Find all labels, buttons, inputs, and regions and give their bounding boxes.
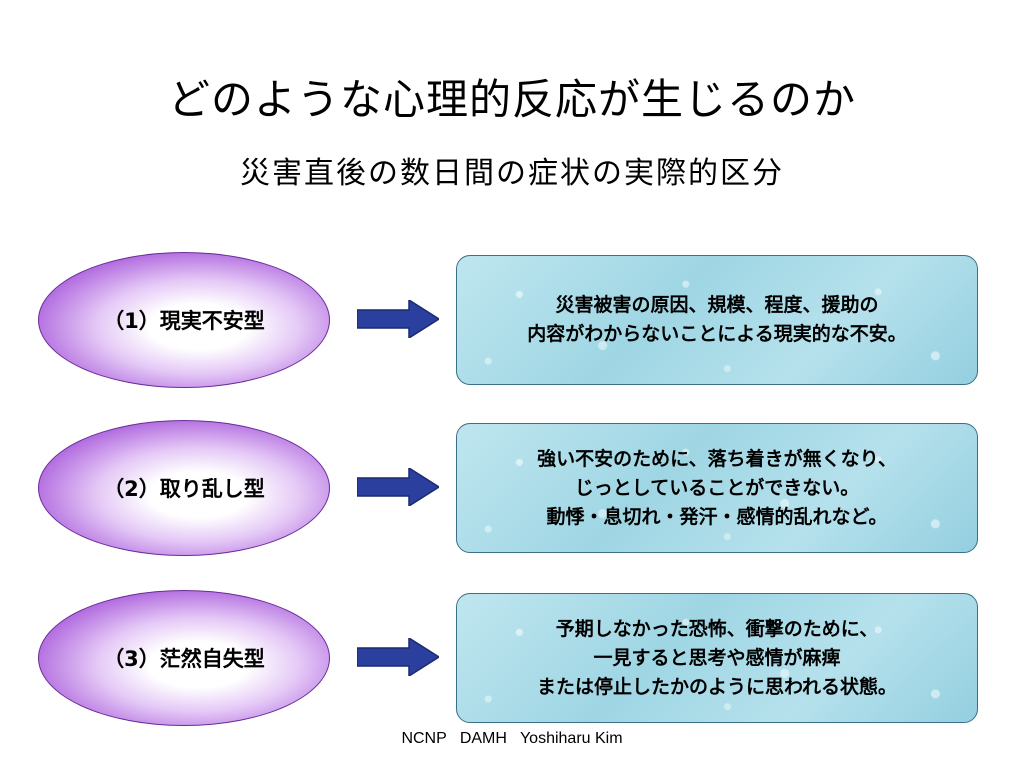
- description-line: 動悸・息切れ・発汗・感情的乱れなど。: [546, 505, 888, 528]
- description-line: 強い不安のために、落ち着きが無くなり、: [537, 447, 897, 470]
- category-oval: （3）茫然自失型: [38, 590, 330, 726]
- description-box: 強い不安のために、落ち着きが無くなり、 じっとしていることができない。 動悸・息…: [456, 423, 978, 553]
- description-line: または停止したかのように思われる状態。: [536, 675, 898, 698]
- description-box: 災害被害の原因、規模、程度、援助の 内容がわからないことによる現実的な不安。: [456, 255, 978, 385]
- description-line: 内容がわからないことによる現実的な不安。: [527, 323, 907, 345]
- right-arrow-icon: [357, 300, 439, 338]
- description-line: 災害被害の原因、規模、程度、援助の: [555, 294, 879, 316]
- slide-subtitle: 災害直後の数日間の症状の実際的区分: [240, 156, 784, 191]
- right-arrow-icon: [357, 638, 439, 676]
- description-line: 一見すると思考や感情が麻痺: [593, 646, 841, 669]
- slide-title: どのような心理的反応が生じるのか: [167, 75, 856, 124]
- description-line: 予期しなかった恐怖、衝撃のために、: [555, 617, 879, 640]
- category-oval: （1）現実不安型: [38, 252, 330, 388]
- category-label: （2）取り乱し型: [103, 477, 265, 501]
- description-box: 予期しなかった恐怖、衝撃のために、 一見すると思考や感情が麻痺 または停止したか…: [456, 593, 978, 723]
- footer-credit: NCNP DAMH Yoshiharu Kim: [401, 730, 623, 747]
- category-row-2: （2）取り乱し型 強い不安のために、落ち着きが無くなり、 じっとしていることがで…: [0, 420, 1024, 560]
- category-row-3: （3）茫然自失型 予期しなかった恐怖、衝撃のために、 一見すると思考や感情が麻痺…: [0, 590, 1024, 730]
- right-arrow-icon: [357, 468, 439, 506]
- category-label: （1）現実不安型: [103, 309, 265, 333]
- category-label: （3）茫然自失型: [103, 647, 265, 671]
- category-oval: （2）取り乱し型: [38, 420, 330, 556]
- category-row-1: （1）現実不安型 災害被害の原因、規模、程度、援助の 内容がわからないことによる…: [0, 252, 1024, 392]
- description-line: じっとしていることができない。: [574, 476, 860, 499]
